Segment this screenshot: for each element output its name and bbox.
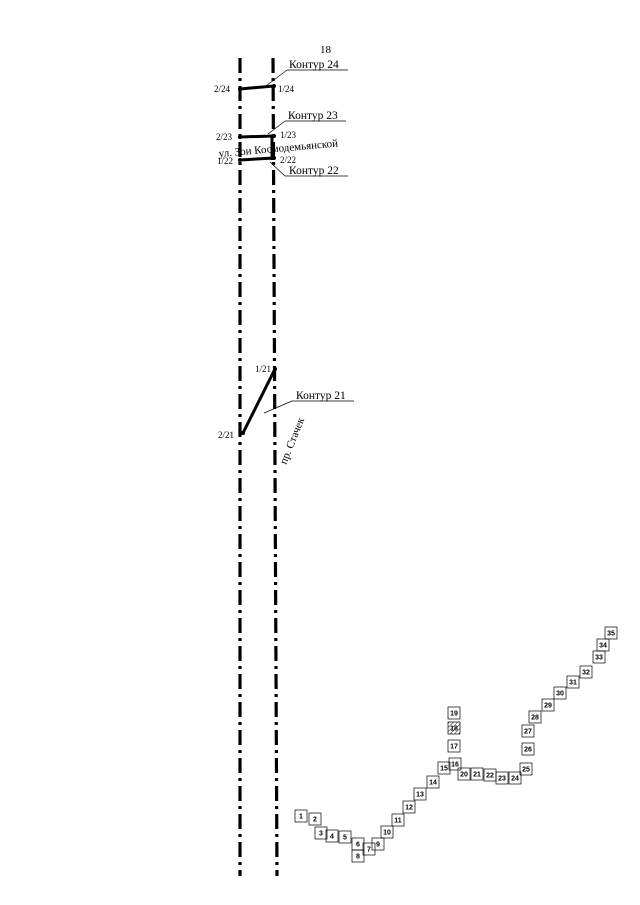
block-29-label: 29 (544, 703, 552, 710)
block-30 (553, 686, 567, 700)
block-15-label: 15 (440, 766, 448, 773)
contour-22-right-point: 2/22 (280, 155, 296, 165)
block-10 (380, 825, 394, 839)
block-13 (413, 787, 427, 801)
block-3-label: 3 (319, 831, 323, 838)
block-17 (447, 739, 461, 753)
contour-22-left-point: 1/22 (217, 156, 233, 166)
block-11-label: 11 (394, 818, 402, 825)
block-15 (437, 761, 451, 775)
block-28 (528, 710, 542, 724)
block-5 (338, 830, 352, 844)
block-17-label: 17 (450, 744, 458, 751)
block-11 (391, 813, 405, 827)
block-12-label: 12 (405, 805, 413, 812)
block-27 (521, 724, 535, 738)
right-boundary-line (271, 57, 279, 877)
block-14 (426, 775, 440, 789)
contour-21-right-point: 1/21 (255, 364, 271, 374)
contour-21: Контур 21 2/21 1/21 (218, 364, 354, 440)
block-34 (596, 638, 610, 652)
block-19-label: 19 (450, 711, 458, 718)
contour-24-right-point: 1/24 (278, 84, 295, 94)
contour-23: Контур 23 2/23 1/23 (216, 110, 346, 160)
block-14-label: 14 (429, 780, 437, 787)
block-35 (604, 626, 618, 640)
block-32 (579, 665, 593, 679)
block-2-label: 2 (313, 817, 317, 824)
contour-21-label: Контур 21 (296, 390, 346, 402)
block-12 (402, 800, 416, 814)
block-25-label: 25 (522, 767, 530, 774)
block-8-label: 8 (356, 854, 360, 861)
contour-22: Контур 22 1/22 2/22 (217, 155, 348, 177)
block-18-label: 18 (450, 726, 458, 733)
block-3 (314, 826, 328, 840)
block-18 (447, 721, 461, 735)
block-8 (351, 849, 365, 863)
block-21 (470, 767, 484, 781)
block-21-label: 21 (473, 772, 481, 779)
contour-23-right-point: 1/23 (280, 130, 297, 140)
block-7 (362, 842, 376, 856)
block-30-label: 30 (556, 691, 564, 698)
sheet-number: 18 (320, 44, 332, 56)
block-4-label: 4 (330, 834, 334, 841)
contour-24-label: Контур 24 (289, 59, 339, 71)
block-20 (457, 767, 471, 781)
contour-24-left-point: 2/24 (214, 84, 231, 94)
block-26 (521, 742, 535, 756)
contour-21-left-point: 2/21 (218, 430, 234, 440)
block-34-label: 34 (599, 643, 607, 650)
block-19 (447, 706, 461, 720)
block-29 (541, 698, 555, 712)
block-2 (308, 812, 322, 826)
block-23-label: 23 (498, 776, 506, 783)
block-24-label: 24 (511, 776, 519, 783)
block-28-label: 28 (531, 715, 539, 722)
block-31 (566, 675, 580, 689)
contour-23-label: Контур 23 (288, 110, 338, 122)
block-35-label: 35 (607, 631, 615, 638)
block-5-label: 5 (343, 835, 347, 842)
contour-22-label: Контур 22 (289, 165, 339, 177)
block-31-label: 31 (569, 680, 577, 687)
block-26-label: 26 (524, 747, 532, 754)
block-16-label: 16 (451, 762, 459, 769)
block-25 (519, 762, 533, 776)
block-33-label: 33 (595, 655, 603, 662)
block-7-label: 7 (367, 847, 371, 854)
block-20-label: 20 (460, 772, 468, 779)
block-4 (325, 829, 339, 843)
block-24 (508, 771, 522, 785)
block-23 (495, 771, 509, 785)
block-1 (294, 809, 308, 823)
block-1-label: 1 (299, 814, 303, 821)
street-label-stachek: пр. Стачек (278, 415, 308, 466)
contour-24: Контур 24 2/24 1/24 (214, 59, 348, 94)
street-label-kosmodemyanskoy: ул. Зои Космодемьянской (218, 138, 338, 160)
block-9 (371, 837, 385, 851)
block-13-label: 13 (416, 792, 424, 799)
block-22-label: 22 (486, 773, 494, 780)
block-32-label: 32 (582, 670, 590, 677)
block-6-label: 6 (356, 842, 360, 849)
block-10-label: 10 (383, 830, 391, 837)
block-27-label: 27 (524, 729, 532, 736)
contour-23-left-point: 2/23 (216, 132, 233, 142)
block-16 (448, 757, 462, 771)
block-9-label: 9 (376, 842, 380, 849)
